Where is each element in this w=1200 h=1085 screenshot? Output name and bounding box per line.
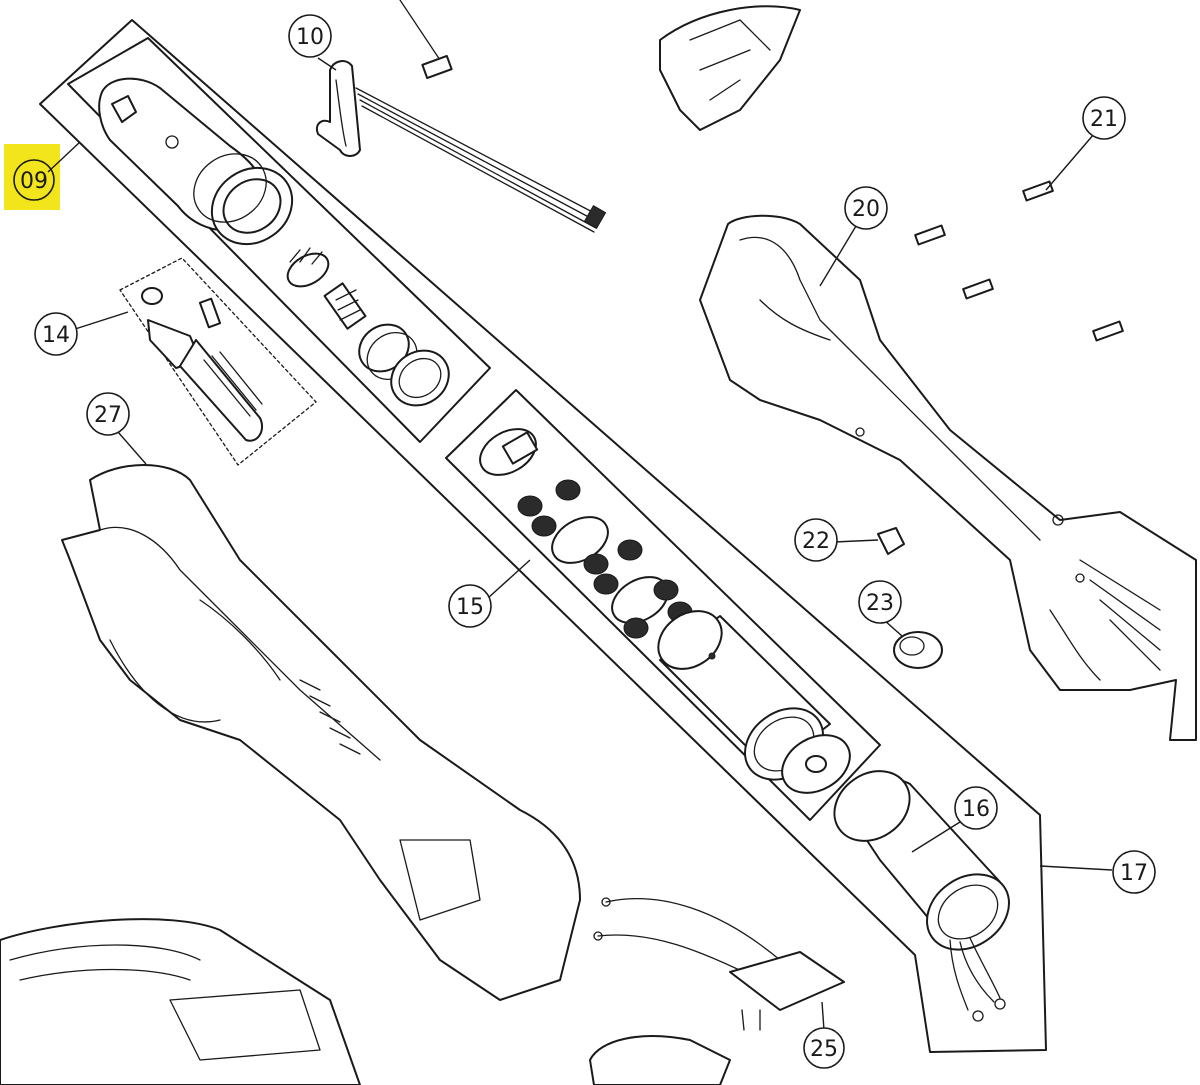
part-top-right-housing [659, 5, 801, 131]
callout-15: 15 [448, 584, 492, 628]
callout-10: 10 [288, 14, 332, 58]
callout-23: 23 [858, 580, 902, 624]
group-14-frame [119, 257, 317, 466]
callout-25-label: 25 [810, 1037, 838, 1062]
part-battery [0, 918, 361, 1085]
part-09-gear-head [98, 77, 294, 246]
callout-09-highlight [4, 144, 60, 210]
callout-16-label: 16 [962, 797, 990, 822]
group-09-frame [67, 37, 491, 443]
callout-27: 27 [86, 392, 130, 436]
part-14-lever [141, 287, 264, 442]
callout-25: 25 [803, 1027, 845, 1069]
part-16-motor [833, 770, 1010, 1022]
part-screw-top [399, 0, 453, 80]
part-15-planetary [479, 428, 851, 794]
callout-17: 17 [1112, 850, 1156, 894]
assembly-17-frame [39, 19, 1047, 1053]
callout-27-label: 27 [94, 403, 122, 428]
callout-20-label: 20 [852, 197, 880, 222]
callout-14-label: 14 [42, 323, 70, 348]
callout-21: 21 [1082, 96, 1126, 140]
group-15-frame [445, 389, 881, 821]
part-10-bracket [316, 60, 361, 157]
callout-10-label: 10 [296, 25, 324, 50]
callout-22-label: 22 [802, 529, 830, 554]
part-27-housing [61, 464, 581, 1001]
callout-09: 09 [13, 159, 55, 201]
callout-15-label: 15 [456, 595, 484, 620]
callout-14: 14 [34, 312, 78, 356]
leader-lines [47, 57, 1113, 1031]
part-21-screws [914, 180, 1124, 342]
callout-22: 22 [794, 518, 838, 562]
part-20-housing [699, 214, 1197, 741]
callout-17-label: 17 [1120, 861, 1148, 886]
part-10-wire [355, 87, 607, 233]
callout-23-label: 23 [866, 591, 894, 616]
callout-20: 20 [844, 186, 888, 230]
part-25-switch [593, 897, 845, 1031]
part-bottom-housing [589, 1035, 731, 1085]
part-coil-cylinder [358, 323, 450, 407]
part-pinion-gear [286, 247, 367, 330]
callout-16: 16 [954, 786, 998, 830]
part-22-clip [877, 527, 905, 555]
part-23-knob [893, 631, 943, 669]
callout-09-label: 09 [20, 169, 48, 194]
callout-21-label: 21 [1090, 107, 1118, 132]
